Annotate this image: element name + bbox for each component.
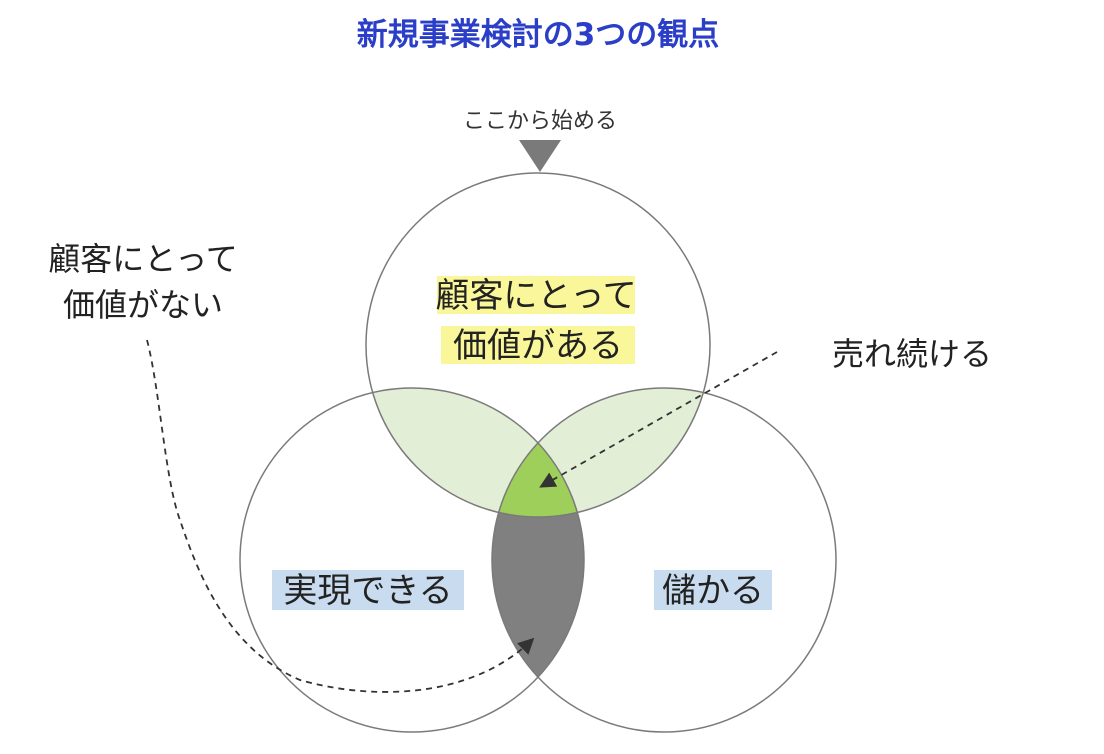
top-label-highlight-1 [437,276,635,314]
keep-selling-label: 売れ続ける [832,335,992,373]
overlap-top-right [492,388,710,517]
top-circle-label-line2: 価値がある [453,326,623,366]
circle-right [491,387,837,733]
overlap-top-left [366,388,584,517]
start-label: ここから始める [463,109,617,134]
left-circle-label: 実現できる [283,571,452,611]
no-value-label-line2: 価値がない [63,286,223,324]
left-label-highlight [272,570,464,610]
right-circle-label: 儲かる [662,571,764,611]
no-value-label-line1: 顧客にとって [48,240,237,278]
right-label-highlight [654,570,772,610]
start-triangle-icon [519,140,561,172]
circle-top [365,172,711,518]
no-value-arrow [146,339,535,693]
top-label-highlight-2 [441,326,635,364]
diagram-title: 新規事業検討の3つの観点 [357,17,720,53]
keep-selling-arrow [539,351,778,488]
top-circle-label-line1: 顧客にとって [435,276,636,316]
circle-left [239,387,585,733]
